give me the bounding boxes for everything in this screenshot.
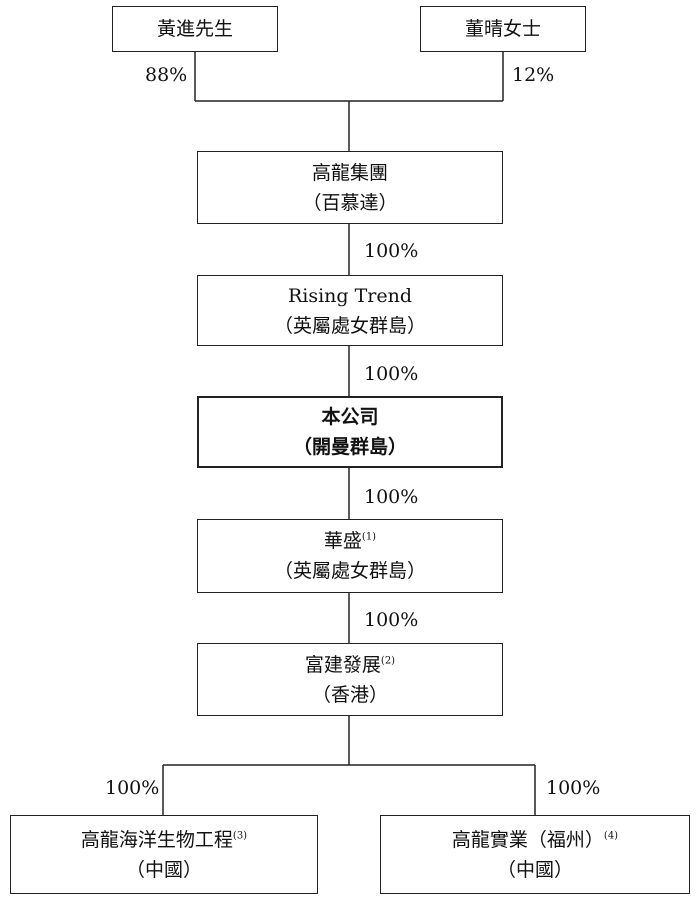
industry-fuzhou-name: 高龍實業（福州）: [451, 828, 604, 851]
rising-trend-jurisdiction: （英屬處女群島）: [273, 314, 426, 337]
holding-company-name: 高龍集團: [311, 161, 388, 184]
holding-company-box: 高龍集團 （百慕達）: [197, 151, 503, 224]
pct-huasheng: 100%: [364, 486, 419, 508]
industry-note-marker: (4): [603, 830, 619, 842]
pct-fujian: 100%: [364, 609, 419, 631]
shareholder-huang-jin-name: 黃進先生: [156, 18, 233, 40]
company-jurisdiction: （開曼群島）: [292, 436, 407, 458]
company-name: 本公司: [321, 406, 379, 428]
pct-industry: 100%: [546, 777, 601, 799]
pct-company: 100%: [364, 363, 419, 385]
pct-rising-trend: 100%: [364, 240, 419, 262]
huasheng-jurisdiction: （英屬處女群島）: [273, 560, 426, 582]
marine-note-marker: (3): [232, 830, 248, 842]
industry-fuzhou-jurisdiction: （中國）: [496, 858, 573, 881]
marine-bioengineering-jurisdiction: （中國）: [125, 858, 202, 881]
shareholder-huang-jin-box: 黃進先生: [112, 6, 278, 52]
shareholder-dong-qing-box: 董晴女士: [420, 6, 586, 52]
huasheng-name-line: 華盛(1): [324, 526, 376, 556]
rising-trend-name: Rising Trend: [287, 284, 413, 307]
fujian-note-marker: (2): [380, 655, 396, 667]
marine-bioengineering-box: 高龍海洋生物工程(3) （中國）: [10, 815, 318, 894]
fujian-development-name: 富建發展: [304, 653, 381, 676]
huasheng-box: 華盛(1) （英屬處女群島）: [197, 519, 503, 593]
company-box: 本公司 （開曼群島）: [197, 396, 503, 468]
huasheng-note-marker: (1): [361, 531, 377, 543]
fujian-development-box: 富建發展(2) （香港）: [197, 643, 503, 716]
industry-fuzhou-box: 高龍實業（福州）(4) （中國）: [380, 815, 690, 894]
pct-dong-qing: 12%: [512, 64, 555, 86]
industry-name-line: 高龍實業（福州）(4): [452, 825, 618, 855]
marine-name-line: 高龍海洋生物工程(3): [81, 825, 247, 855]
fujian-development-jurisdiction: （香港）: [311, 683, 388, 706]
holding-company-jurisdiction: （百慕達）: [302, 191, 398, 214]
shareholder-dong-qing-name: 董晴女士: [464, 18, 541, 40]
huasheng-name: 華盛: [323, 530, 362, 552]
pct-huang-jin: 88%: [145, 64, 188, 86]
rising-trend-box: Rising Trend （英屬處女群島）: [197, 275, 503, 346]
marine-bioengineering-name: 高龍海洋生物工程: [80, 828, 233, 851]
pct-marine: 100%: [105, 777, 160, 799]
fujian-name-line: 富建發展(2): [305, 650, 395, 680]
